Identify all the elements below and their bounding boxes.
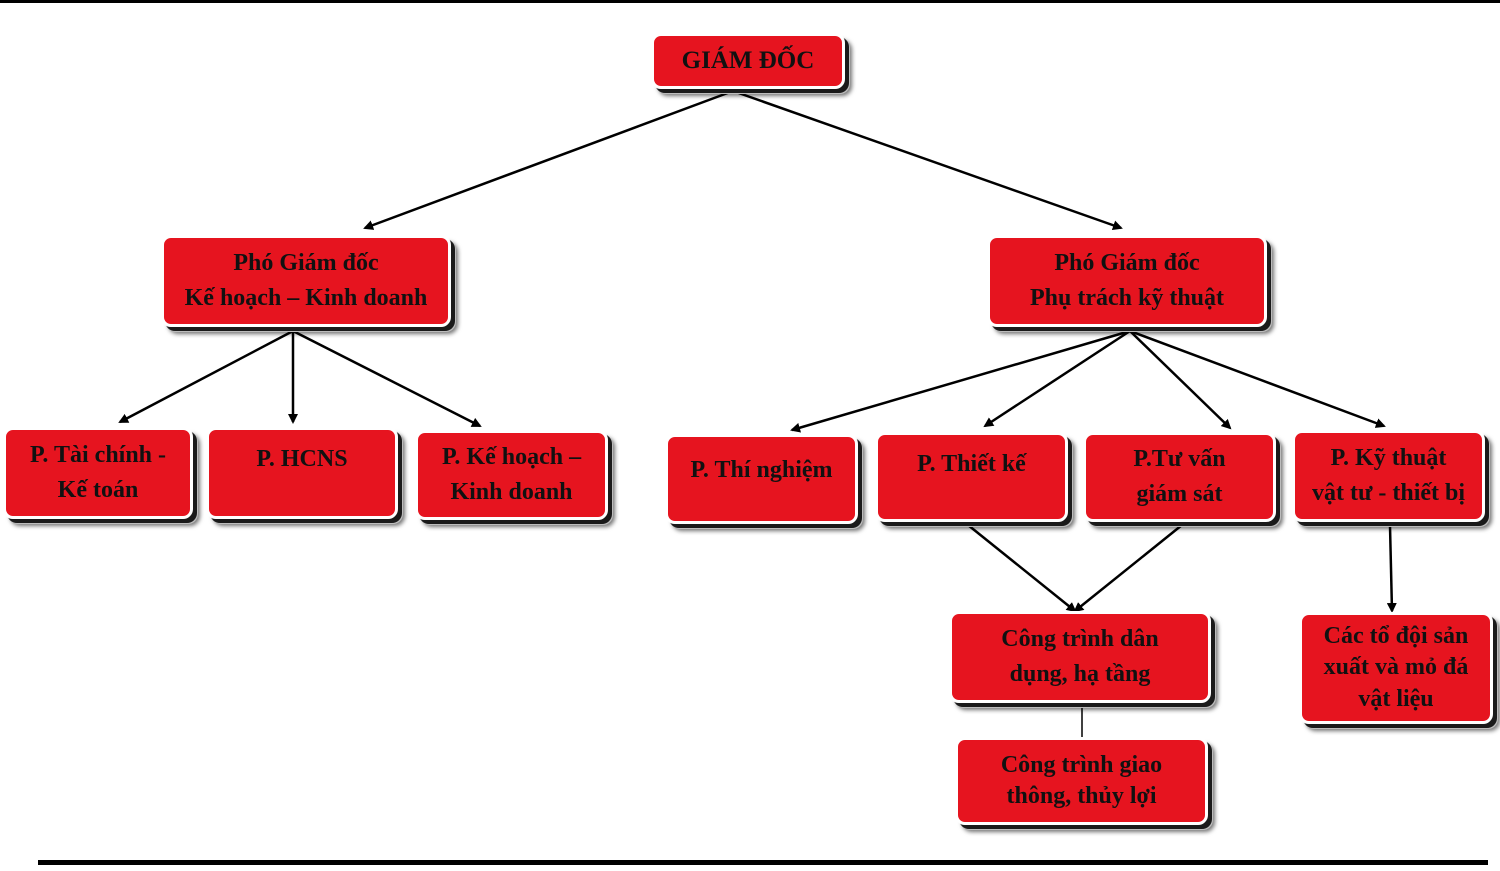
node-deputy-business: Phó Giám đốc Kế hoạch – Kinh doanh (161, 235, 451, 327)
node-deputy-technical-line-2: Phụ trách kỹ thuật (1029, 285, 1225, 311)
node-production-teams-line-3: vật liệu (1358, 685, 1434, 712)
bottom-rule (38, 860, 1488, 865)
node-planning: P. Kế hoạch – Kinh doanh (415, 430, 608, 520)
node-supervision: P.Tư vấn giám sát (1083, 432, 1276, 522)
node-transport-works-line-2: thông, thủy lợi (1006, 783, 1157, 809)
connector-deputy_technical-to-design (983, 329, 1131, 428)
node-materials-line-1: P. Kỹ thuật (1330, 445, 1447, 472)
connector-deputy_business-to-planning (292, 329, 482, 428)
node-civil-works-line-2: dụng, hạ tầng (1009, 661, 1151, 687)
connector-supervision-to-civil_works (1073, 524, 1183, 613)
node-deputy-business-line-1: Phó Giám đốc (233, 250, 379, 277)
node-planning-line-1: P. Kế hoạch – (441, 444, 582, 471)
node-supervision-line-2: giám sát (1136, 481, 1223, 507)
connector-design-to-civil_works (967, 524, 1077, 613)
node-civil-works: Công trình dân dụng, hạ tầng (949, 611, 1211, 703)
node-deputy-technical-line-1: Phó Giám đốc (1054, 250, 1200, 277)
node-production-teams: Các tổ đội sản xuất và mỏ đá vật liệu (1299, 612, 1493, 724)
connector-director-to-deputy_technical (732, 89, 1123, 231)
node-deputy-technical: Phó Giám đốc Phụ trách kỹ thuật (987, 235, 1267, 327)
node-deputy-business-line-2: Kế hoạch – Kinh doanh (184, 285, 428, 311)
node-civil-works-line-1: Công trình dân (1001, 626, 1159, 653)
node-design-line-1: P. Thiết kế (917, 451, 1026, 477)
node-director: GIÁM ĐỐC (651, 33, 845, 89)
node-planning-line-2: Kinh doanh (450, 479, 573, 505)
node-transport-works: Công trình giao thông, thủy lợi (955, 737, 1208, 825)
node-design: P. Thiết kế (875, 432, 1068, 522)
node-production-teams-line-1: Các tổ đội sản (1323, 623, 1469, 650)
node-hr: P. HCNS (206, 427, 398, 519)
node-testing-line-1: P. Thí nghiệm (690, 457, 833, 483)
node-testing: P. Thí nghiệm (665, 434, 858, 524)
node-production-teams-line-2: xuất và mỏ đá (1323, 654, 1469, 681)
connector-deputy_business-to-finance (118, 329, 294, 424)
connector-deputy_technical-to-materials (1129, 329, 1386, 428)
node-materials: P. Kỹ thuật vật tư - thiết bị (1292, 430, 1485, 522)
node-finance-line-2: Kế toán (57, 477, 139, 503)
connector-materials-to-production_teams (1386, 525, 1397, 613)
node-director-line-1: GIÁM ĐỐC (681, 46, 815, 74)
node-materials-line-2: vật tư - thiết bị (1311, 480, 1466, 506)
connector-director-to-deputy_business (363, 89, 734, 230)
node-supervision-line-1: P.Tư vấn (1133, 446, 1226, 473)
connector-deputy_technical-to-supervision (1129, 330, 1232, 430)
connector-deputy_technical-to-testing (790, 329, 1131, 433)
node-hr-line-1: P. HCNS (256, 446, 348, 472)
node-finance: P. Tài chính - Kế toán (3, 427, 193, 519)
node-transport-works-line-1: Công trình giao (1000, 751, 1163, 778)
node-finance-line-1: P. Tài chính - (29, 442, 167, 469)
top-rule (0, 0, 1500, 3)
